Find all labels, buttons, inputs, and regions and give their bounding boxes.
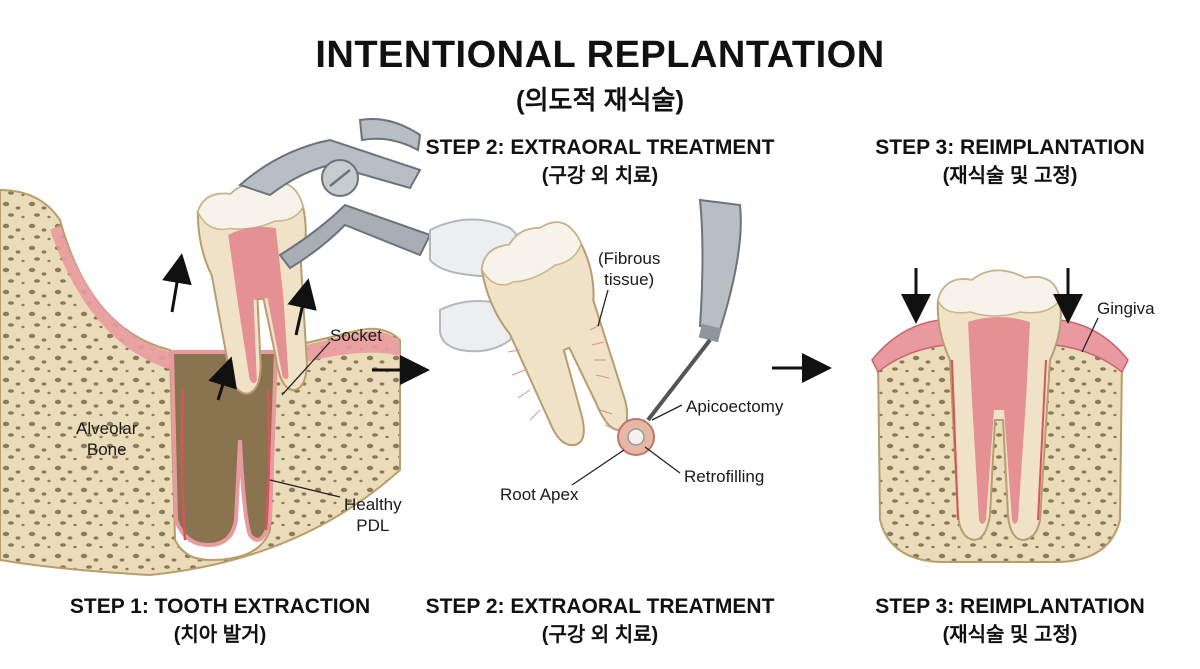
step3-top-subtitle: (재식술 및 고정) [942, 165, 1078, 187]
label-healthy-pdl: Healthy PDL [344, 495, 402, 535]
label-retrofilling: Retrofilling [684, 467, 765, 486]
step1-caption-title: STEP 1: TOOTH EXTRACTION [69, 595, 371, 618]
step3-top-title: STEP 3: REIMPLANTATION [875, 136, 1145, 159]
step1-caption: STEP 1: TOOTH EXTRACTION (치아 발거) [40, 593, 400, 649]
label-gingiva: Gingiva [1097, 299, 1155, 318]
main-subtitle: (의도적 재식술) [515, 85, 685, 115]
step2-caption-subtitle: (구강 외 치료) [541, 624, 659, 646]
step2-top-header: STEP 2: EXTRAORAL TREATMENT (구강 외 치료) [400, 134, 800, 190]
label-root-apex: Root Apex [500, 485, 579, 504]
step2-caption: STEP 2: EXTRAORAL TREATMENT (구강 외 치료) [400, 593, 800, 649]
fibrous-tissue-strands [507, 324, 618, 431]
panel-extraoral [429, 198, 832, 486]
retrofilling-mark [627, 428, 645, 446]
label-socket: Socket [330, 326, 382, 345]
step2-caption-title: STEP 2: EXTRAORAL TREATMENT [425, 595, 775, 618]
step2-top-subtitle: (구강 외 치료) [541, 165, 659, 187]
main-title: INTENTIONAL REPLANTATION [315, 34, 885, 76]
lift-arrow-center [208, 356, 237, 401]
panel-reimplantation [871, 268, 1129, 563]
forceps-tool [238, 118, 432, 270]
step2-top-title: STEP 2: EXTRAORAL TREATMENT [425, 136, 775, 159]
label-alveolar-bone: Alveolar Bone [76, 419, 138, 459]
reimplanted-tooth [936, 269, 1062, 542]
step3-caption-subtitle: (재식술 및 고정) [942, 624, 1078, 646]
step1-caption-subtitle: (치아 발거) [173, 624, 267, 646]
label-fibrous-tissue: (Fibrous tissue) [598, 249, 661, 289]
socket-shape [169, 350, 279, 548]
step3-top-header: STEP 3: REIMPLANTATION (재식술 및 고정) [820, 134, 1200, 190]
step3-caption: STEP 3: REIMPLANTATION (재식술 및 고정) [820, 593, 1200, 649]
lift-arrow-left [162, 253, 192, 313]
lift-arrow-right [287, 278, 317, 336]
step3-caption-title: STEP 3: REIMPLANTATION [875, 595, 1145, 618]
panel-extraction [0, 118, 432, 577]
gum-line [50, 225, 172, 370]
dental-drill [646, 198, 742, 422]
label-apicoectomy: Apicoectomy [686, 397, 784, 416]
